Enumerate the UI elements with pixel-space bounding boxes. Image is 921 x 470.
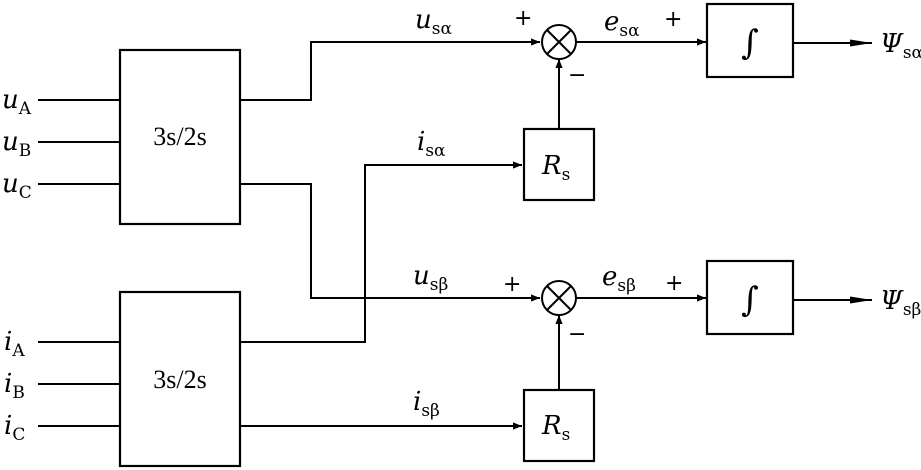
label-e-s-beta: esβ: [602, 262, 636, 296]
label-u-s-alpha: usα: [415, 5, 452, 39]
label-uC: uC: [2, 169, 32, 203]
sign-minus-beta: −: [568, 322, 586, 347]
label-iA: iA: [4, 327, 25, 361]
current-transform-label: 3s/2s: [153, 365, 206, 394]
summing-junction-alpha: [541, 24, 577, 60]
label-e-s-alpha: esα: [604, 7, 640, 41]
sign-plus-e-alpha: +: [664, 7, 682, 32]
wire-i-s-alpha: [240, 161, 522, 343]
sign-plus-u-beta: +: [503, 272, 521, 297]
label-psi-s-alpha: Ψsα: [880, 29, 921, 63]
label-uB: uB: [2, 127, 31, 161]
current-transform-block: [118, 290, 242, 468]
voltage-transform-label: 3s/2s: [153, 122, 206, 151]
integrator-beta-block: [705, 259, 795, 336]
summing-junction-beta: [541, 280, 577, 316]
label-u-s-beta: usβ: [413, 261, 448, 295]
resistor-alpha-block: [522, 127, 596, 202]
voltage-transform-block: [118, 48, 242, 226]
integrator-beta-symbol: ∫: [741, 280, 759, 320]
resistor-beta-label: Rs: [541, 411, 570, 445]
label-i-s-beta: isβ: [413, 387, 440, 421]
resistor-beta-block: [522, 388, 596, 463]
integrator-alpha-symbol: ∫: [741, 23, 759, 63]
sign-plus-u-alpha: +: [514, 6, 532, 31]
wire-u-s-alpha: [240, 38, 540, 101]
label-iC: iC: [4, 411, 25, 445]
label-i-s-alpha: isα: [417, 127, 446, 161]
integrator-alpha-block: [705, 2, 795, 79]
label-iB: iB: [4, 369, 25, 403]
sign-plus-e-beta: +: [665, 271, 683, 296]
resistor-alpha-label: Rs: [541, 151, 570, 185]
label-psi-s-beta: Ψsβ: [880, 286, 921, 320]
sign-minus-alpha: −: [568, 63, 586, 88]
label-uA: uA: [2, 85, 32, 119]
wire-u-s-beta: [240, 183, 540, 302]
